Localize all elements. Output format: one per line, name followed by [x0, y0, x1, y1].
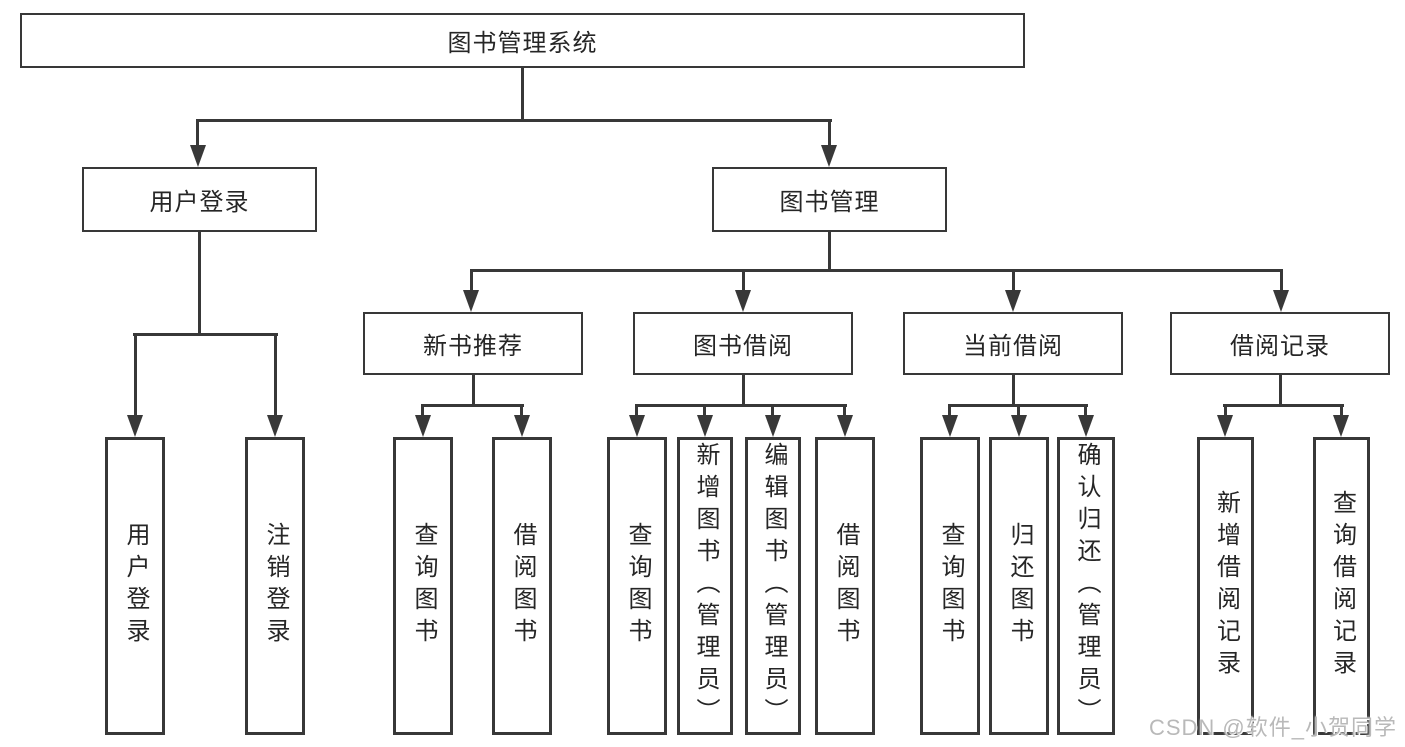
connector-line: [274, 333, 277, 421]
arrowhead-icon: [942, 415, 958, 437]
connector-line: [703, 404, 706, 420]
leaf-query-books-recommend: 查询图书: [393, 437, 453, 735]
leaf-query-books-current: 查询图书: [920, 437, 980, 735]
leaf-borrow-books-recommend: 借阅图书: [492, 437, 552, 735]
connector-line: [421, 404, 524, 407]
arrowhead-icon: [735, 290, 751, 312]
connector-line: [196, 119, 832, 122]
arrowhead-icon: [1217, 415, 1233, 437]
leaf-add-books-admin: 新增图书（管理员）: [677, 437, 733, 735]
node-library-system: 图书管理系统: [20, 13, 1025, 68]
leaf-add-borrow-record: 新增借阅记录: [1197, 437, 1254, 735]
connector-line: [828, 119, 831, 149]
leaf-label: 用户登录: [122, 522, 149, 650]
connector-line: [133, 333, 278, 336]
connector-line: [771, 404, 774, 420]
leaf-label: 新增图书（管理员）: [692, 442, 719, 730]
connector-line: [635, 404, 847, 407]
node-new-book-recommendation: 新书推荐: [363, 312, 583, 375]
leaf-label: 归还图书: [1006, 522, 1033, 650]
arrowhead-icon: [514, 415, 530, 437]
leaf-label: 查询图书: [624, 522, 651, 650]
leaf-label: 确认归还（管理员）: [1073, 442, 1100, 730]
connector-line: [1280, 269, 1283, 295]
connector-line: [1017, 404, 1020, 420]
leaf-label: 查询图书: [937, 522, 964, 650]
arrowhead-icon: [267, 415, 283, 437]
arrowhead-icon: [821, 145, 837, 167]
connector-line: [520, 404, 523, 420]
arrowhead-icon: [1011, 415, 1027, 437]
node-current-borrowing: 当前借阅: [903, 312, 1123, 375]
connector-line: [521, 68, 524, 122]
leaf-query-books-borrowing: 查询图书: [607, 437, 667, 735]
connector-line: [1223, 404, 1344, 407]
leaf-label: 查询借阅记录: [1328, 490, 1356, 682]
leaf-borrow-books: 借阅图书: [815, 437, 875, 735]
leaf-label: 新增借阅记录: [1212, 490, 1240, 682]
connector-line: [472, 375, 475, 407]
leaf-label: 借阅图书: [509, 522, 536, 650]
leaf-edit-books-admin: 编辑图书（管理员）: [745, 437, 801, 735]
arrowhead-icon: [1273, 290, 1289, 312]
connector-line: [1340, 404, 1343, 420]
arrowhead-icon: [463, 290, 479, 312]
connector-line: [635, 404, 638, 420]
leaf-label: 查询图书: [410, 522, 437, 650]
arrowhead-icon: [837, 415, 853, 437]
node-book-management: 图书管理: [712, 167, 947, 232]
arrowhead-icon: [1333, 415, 1349, 437]
connector-line: [742, 375, 745, 407]
connector-line: [198, 232, 201, 336]
connector-line: [1279, 375, 1282, 407]
leaf-user-login: 用户登录: [105, 437, 165, 735]
arrowhead-icon: [415, 415, 431, 437]
connector-line: [843, 404, 846, 420]
arrowhead-icon: [1005, 290, 1021, 312]
connector-line: [1012, 375, 1015, 407]
leaf-label: 注销登录: [262, 522, 289, 650]
connector-line: [421, 404, 424, 420]
node-book-borrowing: 图书借阅: [633, 312, 853, 375]
leaf-confirm-return-admin: 确认归还（管理员）: [1057, 437, 1115, 735]
leaf-label: 编辑图书（管理员）: [760, 442, 787, 730]
arrowhead-icon: [1078, 415, 1094, 437]
arrowhead-icon: [190, 145, 206, 167]
connector-line: [196, 119, 199, 149]
leaf-label: 借阅图书: [832, 522, 859, 650]
connector-line: [948, 404, 951, 420]
connector-line: [1224, 404, 1227, 420]
connector-line: [828, 232, 831, 272]
arrowhead-icon: [127, 415, 143, 437]
arrowhead-icon: [697, 415, 713, 437]
leaf-logout: 注销登录: [245, 437, 305, 735]
connector-line: [134, 333, 137, 421]
connector-line: [742, 269, 745, 295]
connector-line: [1084, 404, 1087, 420]
connector-line: [470, 269, 473, 295]
arrowhead-icon: [629, 415, 645, 437]
csdn-watermark: CSDN @软件_小贺同学: [1148, 715, 1397, 740]
connector-line: [1012, 269, 1015, 295]
leaf-return-books: 归还图书: [989, 437, 1049, 735]
connector-line: [471, 269, 1283, 272]
node-user-login: 用户登录: [82, 167, 317, 232]
node-borrowing-records: 借阅记录: [1170, 312, 1390, 375]
arrowhead-icon: [765, 415, 781, 437]
leaf-query-borrow-record: 查询借阅记录: [1313, 437, 1370, 735]
